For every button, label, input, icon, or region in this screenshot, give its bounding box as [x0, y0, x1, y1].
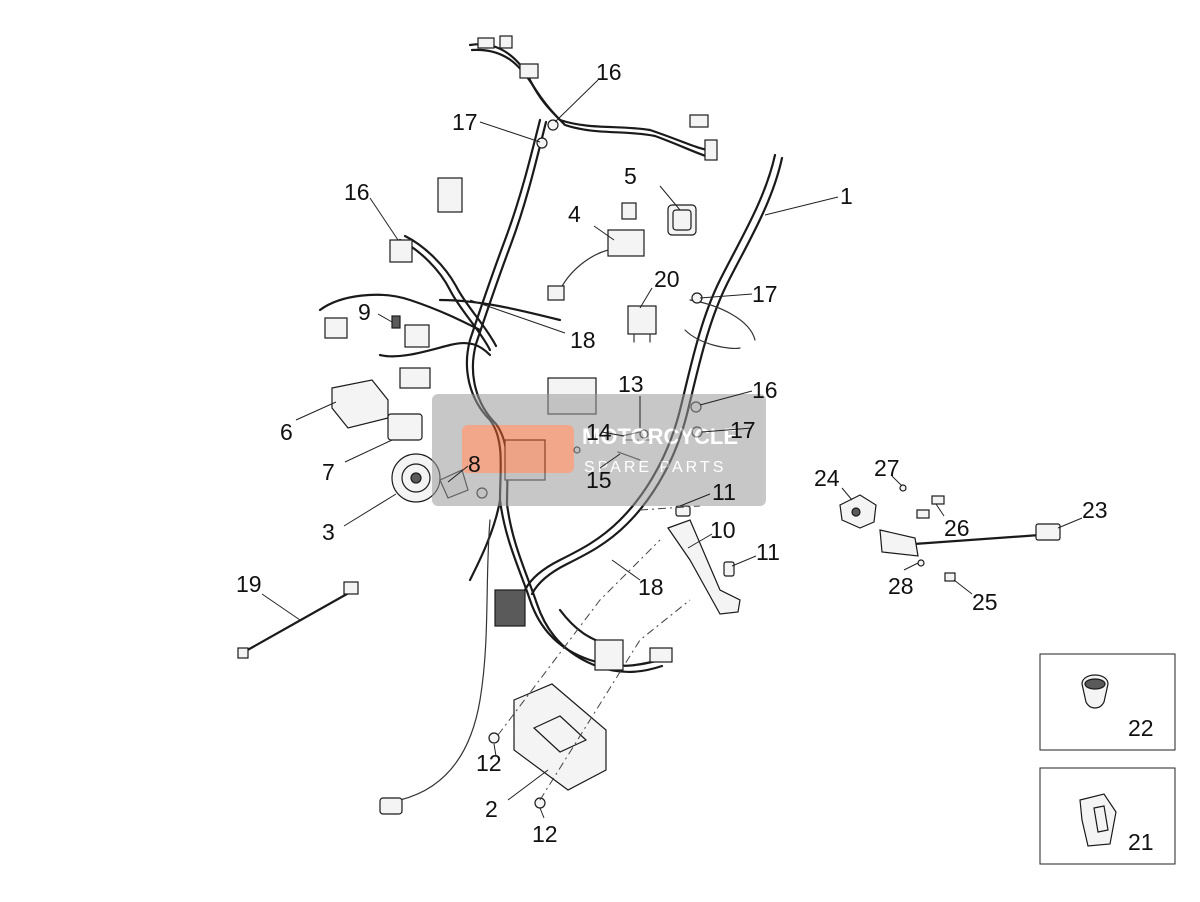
callout-18b: 18 — [638, 574, 664, 600]
part-20-relay — [627, 305, 657, 343]
callout-25: 25 — [972, 589, 998, 615]
callout-13: 13 — [618, 371, 644, 397]
callout-22: 22 — [1128, 715, 1154, 741]
callout-16b: 16 — [344, 179, 370, 205]
callout-8: 8 — [468, 451, 481, 477]
callout-5: 5 — [624, 163, 637, 189]
connector-top-right-2 — [704, 139, 718, 161]
callout-6: 6 — [280, 419, 293, 445]
callout-19: 19 — [236, 571, 262, 597]
part-19-sensor — [237, 581, 359, 659]
connector-top-right-1 — [689, 114, 709, 128]
callout-2: 2 — [485, 796, 498, 822]
callout-12b: 12 — [532, 821, 558, 847]
callout-23: 23 — [1082, 497, 1108, 523]
part-24-bracket — [839, 494, 877, 529]
part-10-bracket — [667, 519, 741, 615]
callout-21: 21 — [1128, 829, 1154, 855]
part-9-fastener — [391, 315, 401, 329]
callout-4: 4 — [568, 201, 581, 227]
watermark: MOTORCYCLE SPARE PARTS — [432, 394, 766, 506]
connector-lower-end — [649, 647, 673, 663]
inset-box-22 — [1039, 653, 1176, 751]
callout-16c: 16 — [752, 377, 778, 403]
callout-11b: 11 — [756, 539, 780, 565]
callout-26: 26 — [944, 515, 970, 541]
connector-left-1 — [389, 239, 413, 263]
inset-box-21 — [1039, 767, 1176, 865]
part-6-module — [331, 379, 389, 429]
callout-11a: 11 — [712, 479, 736, 505]
pickup-sensor-end — [379, 797, 403, 815]
part-2-control-unit — [513, 683, 607, 791]
callout-28: 28 — [888, 573, 914, 599]
leader-lines — [261, 79, 1083, 819]
callout-3: 3 — [322, 519, 335, 545]
callout-7: 7 — [322, 459, 335, 485]
callout-18a: 18 — [570, 327, 596, 353]
connector-lower-left — [494, 589, 526, 627]
part-11-screws — [675, 505, 735, 577]
callout-27: 27 — [874, 455, 900, 481]
part-5-grommet — [667, 204, 697, 236]
clip-16-top — [547, 119, 559, 131]
callout-17c: 17 — [730, 417, 756, 443]
connector-top-2 — [499, 35, 513, 49]
part-23-sensor-cable — [879, 523, 1061, 557]
connector-large-left — [437, 177, 463, 213]
callout-10: 10 — [710, 517, 736, 543]
part-7-unit — [387, 413, 423, 441]
connector-left-2 — [324, 317, 348, 339]
callout-14: 14 — [586, 419, 612, 445]
callout-1: 1 — [840, 183, 853, 209]
clip-17-top — [536, 137, 548, 149]
connector-left-3 — [404, 324, 430, 348]
callout-15: 15 — [586, 467, 612, 493]
connector-lower-right — [594, 639, 624, 671]
callout-labels: 1 2 3 4 5 6 7 8 9 10 11 11 12 12 13 14 1… — [236, 59, 1154, 855]
callout-12a: 12 — [476, 750, 502, 776]
callout-24: 24 — [814, 465, 840, 491]
callout-9: 9 — [358, 299, 371, 325]
callout-17a: 17 — [452, 109, 478, 135]
callout-20: 20 — [654, 266, 680, 292]
callout-17b: 17 — [752, 281, 778, 307]
connector-top-3 — [519, 63, 539, 79]
connector-top-1 — [477, 37, 495, 49]
callout-16a: 16 — [596, 59, 622, 85]
watermark-line1: MOTORCYCLE — [582, 424, 738, 449]
part-4-relay-harness — [547, 202, 645, 301]
connector-left-4 — [399, 367, 431, 389]
watermark-line2: SPARE PARTS — [584, 459, 726, 476]
